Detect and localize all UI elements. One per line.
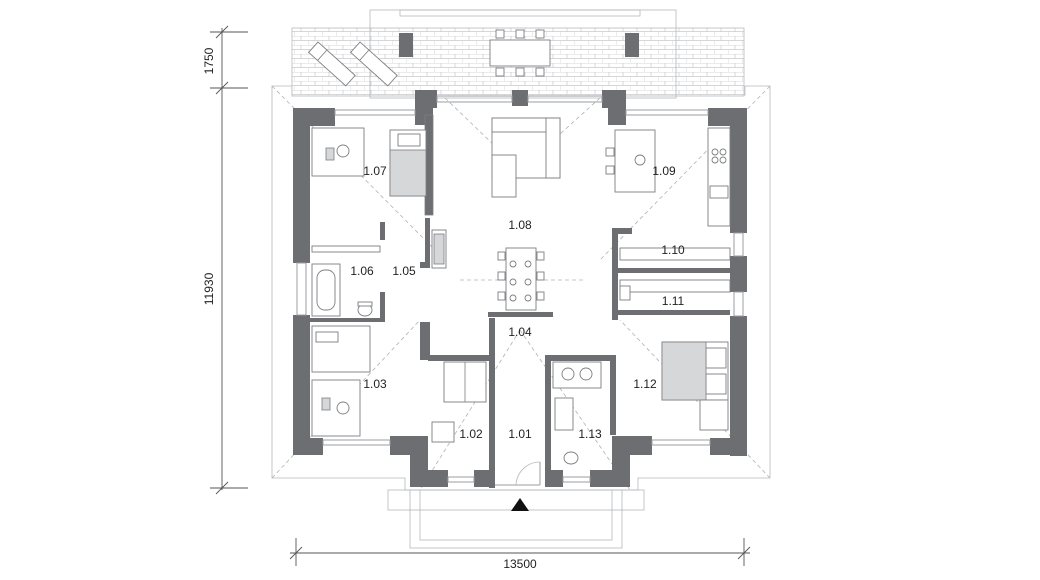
windows bbox=[296, 95, 744, 486]
room-label-1-05: 1.05 bbox=[392, 264, 416, 278]
entrance-porch bbox=[387, 489, 645, 549]
entrance-arrow-icon bbox=[511, 498, 529, 511]
room-label-1-11: 1.11 bbox=[662, 294, 685, 308]
dim-house-depth: 11930 bbox=[202, 272, 216, 305]
room-label-1-08: 1.08 bbox=[508, 218, 532, 232]
kitchen-counter bbox=[707, 127, 731, 227]
dim-terrace-depth: 1750 bbox=[202, 47, 216, 74]
dim-house-width: 13500 bbox=[503, 557, 537, 571]
room-label-1-04: 1.04 bbox=[508, 325, 532, 339]
coffee-table bbox=[491, 154, 517, 198]
dimension-lines: 1750 11930 13500 bbox=[202, 25, 751, 571]
room-labels: 1.07 1.08 1.09 1.10 1.11 1.06 1.05 1.04 … bbox=[350, 164, 685, 441]
room-label-1-09: 1.09 bbox=[652, 164, 676, 178]
terrace bbox=[291, 9, 745, 99]
furniture bbox=[311, 117, 731, 465]
walls bbox=[293, 90, 747, 488]
room-label-1-10: 1.10 bbox=[661, 243, 685, 257]
room-label-1-13: 1.13 bbox=[578, 427, 602, 441]
room-label-1-02: 1.02 bbox=[459, 427, 483, 441]
room-label-1-06: 1.06 bbox=[350, 264, 374, 278]
room-label-1-12: 1.12 bbox=[633, 377, 657, 391]
desk bbox=[311, 379, 361, 437]
room-label-1-03: 1.03 bbox=[363, 377, 387, 391]
room-label-1-01: 1.01 bbox=[508, 427, 532, 441]
toilet bbox=[563, 451, 579, 465]
room-label-1-07: 1.07 bbox=[363, 164, 387, 178]
dining-table bbox=[505, 247, 537, 311]
